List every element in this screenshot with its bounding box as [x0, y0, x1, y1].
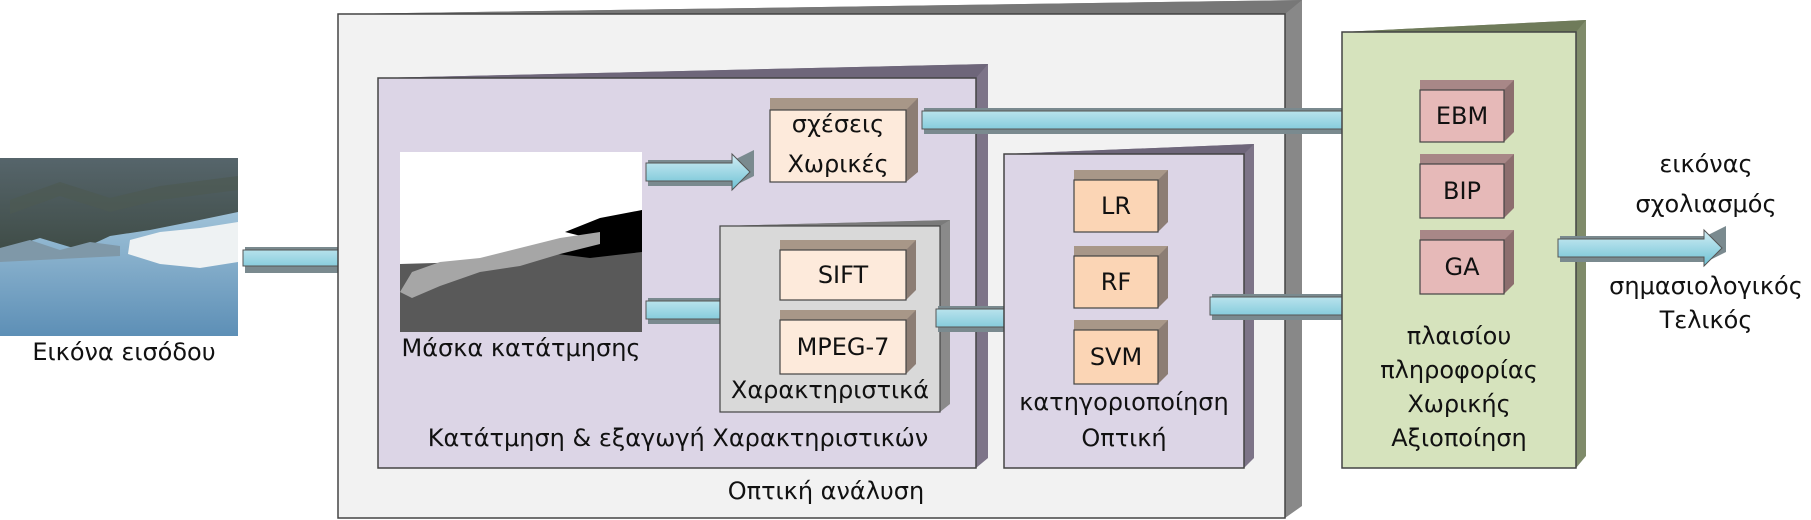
spatial-relations-label-line1: Χωρικές — [787, 150, 888, 178]
final-annotation-line4: εικόνας — [1659, 150, 1752, 178]
classifier-lr-label: LR — [1101, 192, 1131, 220]
method-bip-label: BIP — [1443, 177, 1481, 205]
visual-classification-label-line1: Οπτική — [1081, 424, 1166, 452]
method-ebm-label: EBM — [1436, 102, 1488, 130]
final-annotation-line1: Τελικός — [1659, 306, 1753, 334]
arrow-mask-to-spatial-relations — [645, 150, 754, 192]
input-image-label: Εικόνα εισόδου — [32, 338, 215, 366]
classifier-svm-box — [1073, 320, 1168, 385]
spatial-evaluation-label-line1: Αξιοποίηση — [1391, 424, 1527, 452]
visual-analysis-label: Οπτική ανάλυση — [728, 477, 924, 505]
spatial-evaluation-label-line4: πλαισίου — [1407, 322, 1512, 350]
descriptor-sift-label: SIFT — [818, 261, 869, 289]
method-ga-label: GA — [1444, 253, 1480, 281]
descriptor-sift-box — [779, 240, 916, 301]
classifier-svm-label: SVM — [1090, 343, 1142, 371]
segmentation-mask-label: Μάσκα κατάτμησης — [401, 334, 640, 362]
spatial-relations-label-line2: σχέσεις — [792, 110, 884, 138]
method-bip-box — [1419, 154, 1514, 219]
spatial-evaluation-label-line3: πληροφορίας — [1380, 356, 1538, 384]
final-annotation-line3: σχολιασμός — [1635, 190, 1776, 218]
spatial-relations-box — [769, 98, 918, 183]
classifier-rf-box — [1073, 246, 1168, 309]
segmentation-extraction-label: Κατάτμηση & εξαγωγή Χαρακτηριστικών — [428, 424, 929, 452]
classifier-lr-box — [1073, 170, 1168, 233]
method-ebm-box — [1419, 80, 1514, 143]
input-photo — [0, 158, 238, 336]
descriptor-mpeg7-label: MPEG-7 — [797, 333, 890, 361]
method-ga-box — [1419, 230, 1514, 295]
descriptors-group-label: Χαρακτηριστικά — [731, 376, 929, 404]
segmentation-mask-image — [400, 152, 642, 332]
classifier-rf-label: RF — [1101, 268, 1131, 296]
arrow-evaluation-to-final — [1557, 226, 1726, 268]
final-annotation-line2: σημασιολογικός — [1609, 272, 1803, 300]
visual-classification-label-line2: κατηγοριοποίηση — [1019, 388, 1228, 416]
arrow-spatial-relations-to-evaluation — [921, 98, 1384, 140]
spatial-evaluation-label-line2: Χωρικής — [1407, 390, 1510, 418]
descriptor-mpeg7-box — [779, 310, 916, 375]
